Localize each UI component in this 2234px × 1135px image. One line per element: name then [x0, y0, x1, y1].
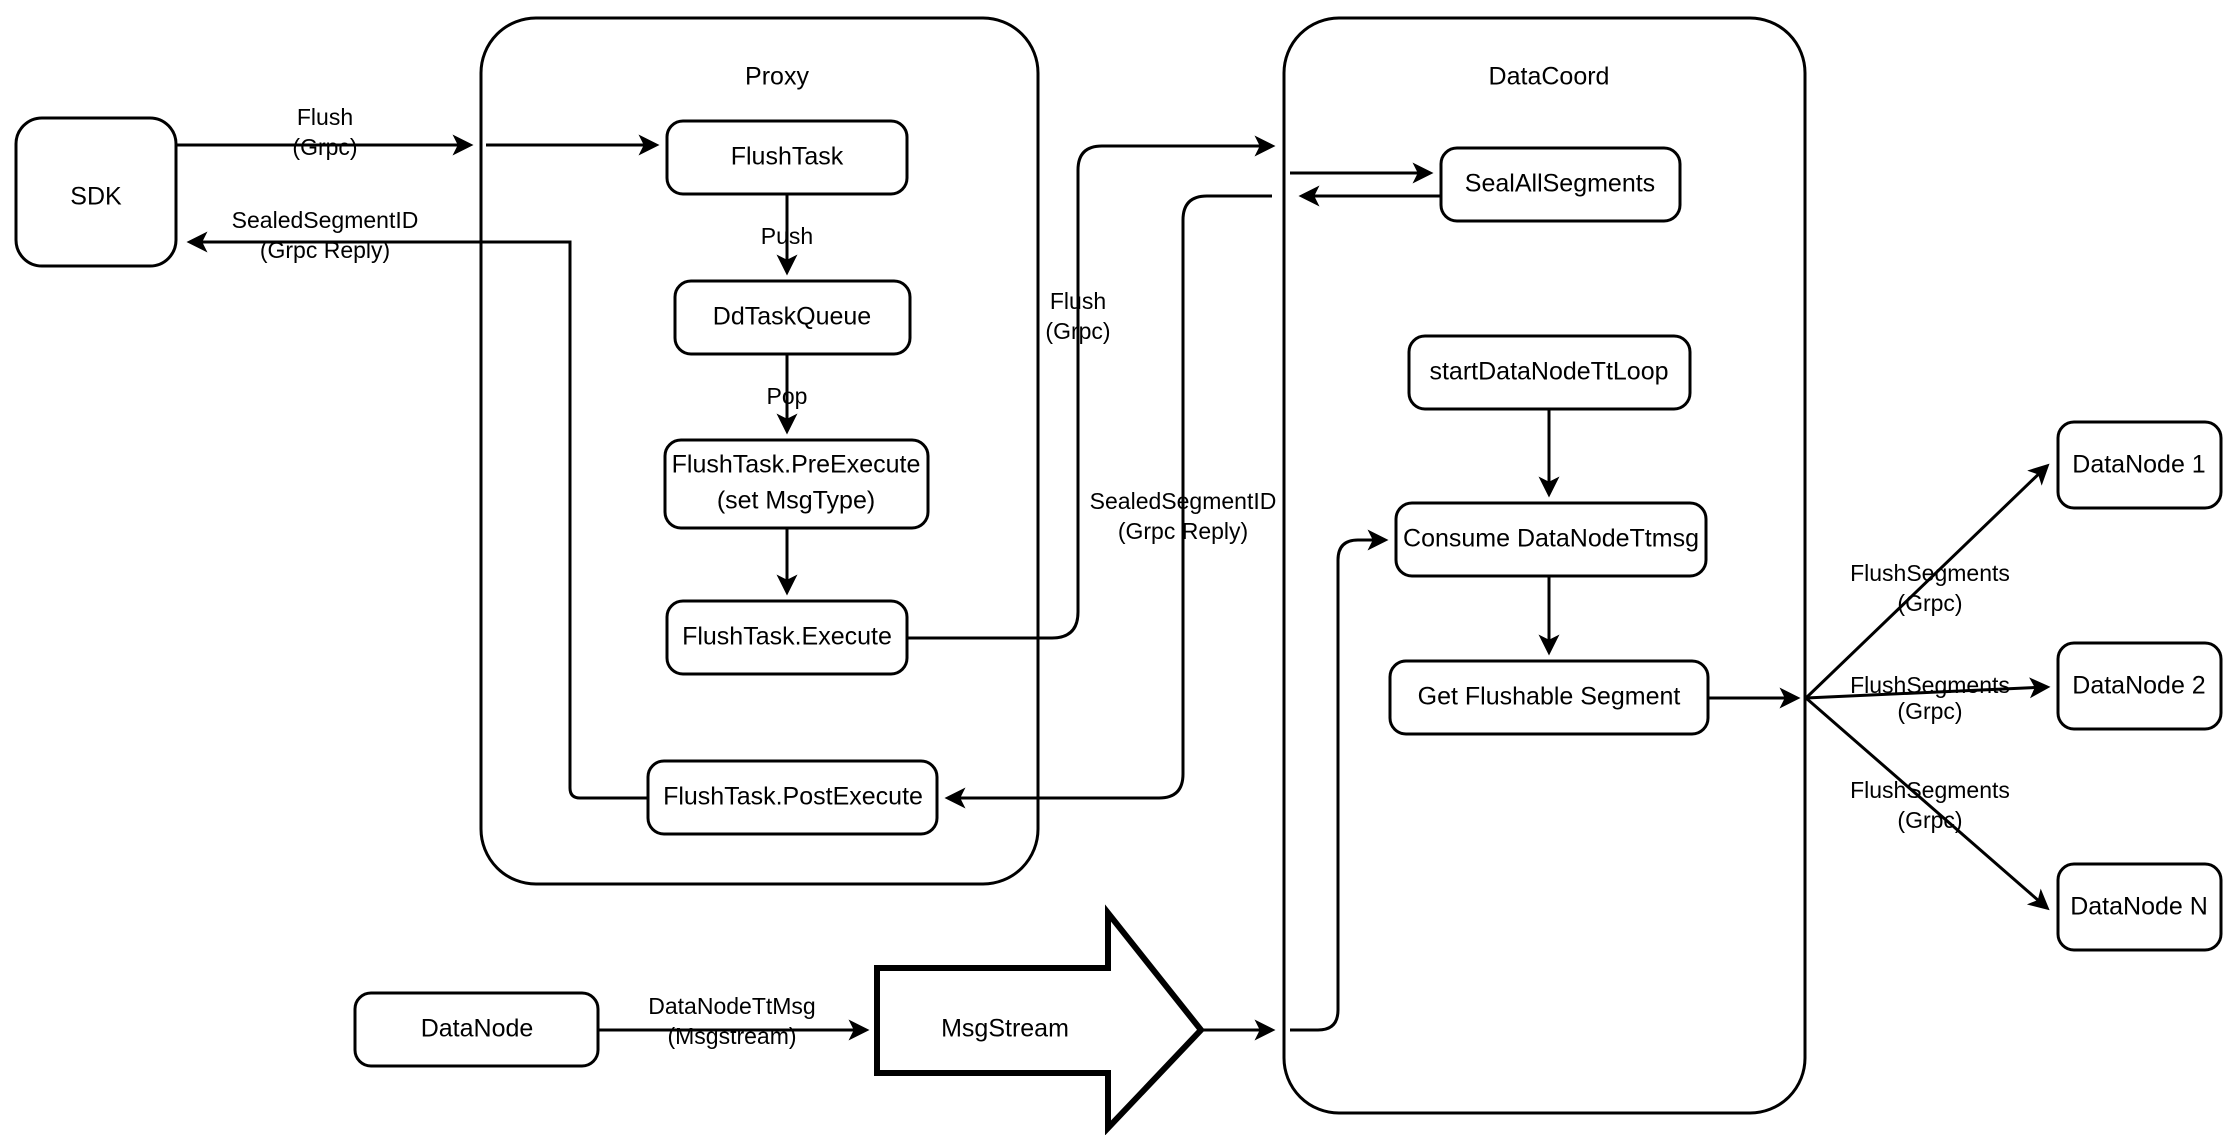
- edge-proxy-reply-label-line2: (Grpc Reply): [1118, 518, 1248, 544]
- edge-flushsegments-n-label-line1: FlushSegments: [1850, 777, 2010, 803]
- edge-datacoord-entry-to-consume: [1290, 529, 1389, 1032]
- datacoord-container: [1282, 16, 1807, 1115]
- edge-flushsegments-1-label-line1: FlushSegments: [1850, 560, 2010, 586]
- edge-flushsegments-2-label-line2: (Grpc): [1897, 698, 1962, 724]
- edge-proxy-reply-label-line1: SealedSegmentID: [1090, 488, 1277, 514]
- datacoord-container-title: DataCoord: [1489, 63, 1610, 91]
- node-msgstream[interactable]: [874, 904, 1205, 1135]
- node-datanode-n-label: DataNode N: [2070, 893, 2208, 921]
- node-flushtask-postexecute-label: FlushTask.PostExecute: [663, 783, 923, 811]
- node-flush-task-label: FlushTask: [731, 143, 844, 171]
- edge-postexecute-to-sdk-reply: [186, 231, 648, 800]
- node-sdk[interactable]: [14, 116, 178, 268]
- node-datanode-2[interactable]: [2056, 641, 2223, 731]
- edge-sdk-reply-label-line2: (Grpc Reply): [260, 237, 390, 263]
- edge-datanode-ttmsg-label-line2: (Msgstream): [667, 1023, 796, 1049]
- node-sdk-label: SDK: [70, 183, 122, 211]
- node-consume-datanode-ttmsg-label: Consume DataNodeTtmsg: [1403, 525, 1699, 553]
- node-seal-all-segments-label: SealAllSegments: [1465, 170, 1655, 198]
- edge-proxy-flush-label-line1: Flush: [1050, 288, 1106, 314]
- edge-sdk-flush-label-line2: (Grpc): [292, 134, 357, 160]
- edge-sdk-reply-label-line1: SealedSegmentID: [232, 207, 419, 233]
- node-flushtask-preexecute-label-line1: FlushTask.PreExecute: [672, 451, 921, 479]
- node-consume-datanode-ttmsg[interactable]: [1394, 501, 1708, 578]
- node-dd-task-queue[interactable]: [673, 279, 912, 356]
- edge-sdk-flush-label-line1: Flush: [297, 104, 353, 130]
- node-flushtask-preexecute-label-line2: (set MsgType): [717, 487, 875, 515]
- edge-proxy-flush-label-line2: (Grpc): [1045, 318, 1110, 344]
- proxy-container-title: Proxy: [745, 63, 809, 91]
- edge-flushsegments-n-label-line2: (Grpc): [1897, 807, 1962, 833]
- node-dd-task-queue-label: DdTaskQueue: [713, 303, 871, 331]
- edge-flushsegments-2-label-line1: FlushSegments: [1850, 672, 2010, 698]
- edge-flushsegments-1-label-line2: (Grpc): [1897, 590, 1962, 616]
- node-flushtask-preexecute[interactable]: [663, 438, 930, 530]
- edge-push-label: Push: [761, 223, 813, 249]
- node-get-flushable-segment-label: Get Flushable Segment: [1418, 683, 1681, 711]
- edge-hub-to-datanode-1: [1804, 463, 2050, 700]
- node-msgstream-label: MsgStream: [941, 1015, 1069, 1043]
- node-datanode-1[interactable]: [2056, 420, 2223, 510]
- edge-pop-label: Pop: [767, 383, 808, 409]
- proxy-container: [479, 16, 1040, 886]
- node-start-datanode-ttloop-label: startDataNodeTtLoop: [1429, 358, 1668, 386]
- edge-datacoord-reply-to-postexecute: [944, 194, 1272, 809]
- node-seal-all-segments[interactable]: [1439, 146, 1682, 223]
- node-datanode-1-label: DataNode 1: [2072, 451, 2205, 479]
- node-flushtask-execute-label: FlushTask.Execute: [682, 623, 892, 651]
- edge-datanode-ttmsg-label-line1: DataNodeTtMsg: [648, 993, 815, 1019]
- edge-execute-to-sealallsegments: [907, 135, 1276, 640]
- edge-hub-to-datanode-2: [1805, 677, 2051, 700]
- node-datanode-2-label: DataNode 2: [2072, 672, 2205, 700]
- edge-hub-to-datanode-n: [1805, 696, 2050, 911]
- node-datanode-bottom-label: DataNode: [421, 1015, 534, 1043]
- node-datanode-n[interactable]: [2056, 862, 2223, 952]
